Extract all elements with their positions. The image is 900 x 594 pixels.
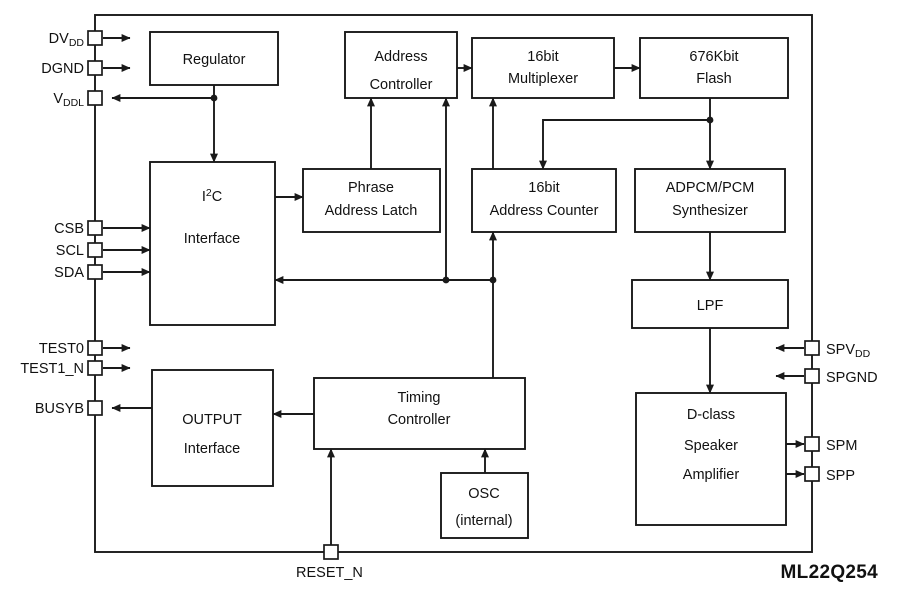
pin-label-test1-n: TEST1_N <box>20 361 84 377</box>
label-multiplexer-2: Multiplexer <box>508 71 578 87</box>
label-regulator: Regulator <box>183 52 246 68</box>
label-i2c: I2C <box>202 187 222 205</box>
pin-label-dvdd: DVDD <box>49 31 85 49</box>
pin-spvdd-sub: DD <box>855 348 871 360</box>
pad-dvdd[interactable] <box>87 30 103 46</box>
pad-spp[interactable] <box>804 466 820 482</box>
label-address-counter-2: Address Counter <box>490 203 599 219</box>
wire-flash-to-address-counter <box>539 119 710 170</box>
block-multiplexer <box>471 37 615 99</box>
pad-busyb[interactable] <box>87 400 103 416</box>
pin-label-test0: TEST0 <box>39 341 84 357</box>
pin-label-vddl: VDDL <box>53 91 84 109</box>
label-i2c-interface: Interface <box>184 231 240 247</box>
pin-label-spp: SPP <box>826 468 855 484</box>
block-i2c-interface <box>149 161 276 326</box>
pad-reset-n[interactable] <box>323 544 339 560</box>
pin-label-dgnd: DGND <box>41 61 84 77</box>
junction-flash-out <box>706 116 714 124</box>
pin-label-csb: CSB <box>54 221 84 237</box>
part-number-label: ML22Q254 <box>781 562 879 583</box>
pad-dgnd[interactable] <box>87 60 103 76</box>
pin-dvdd-sub: DD <box>69 37 85 49</box>
label-speaker-amp-1: D-class <box>687 407 735 423</box>
pin-dvdd-main: DV <box>49 31 69 47</box>
pad-test1-n[interactable] <box>87 360 103 376</box>
label-timing-controller-1: Timing <box>398 390 441 406</box>
label-address-controller-2: Controller <box>370 77 433 93</box>
block-flash <box>639 37 789 99</box>
label-speaker-amp-3: Amplifier <box>683 467 740 483</box>
junction-regulator <box>210 94 218 102</box>
pin-label-scl: SCL <box>56 243 84 259</box>
label-phrase-latch-2: Address Latch <box>325 203 418 219</box>
block-output-interface <box>151 369 274 487</box>
block-address-controller <box>344 31 458 99</box>
label-output-interface-2: Interface <box>184 441 240 457</box>
pin-spvdd-main: SPV <box>826 342 855 358</box>
block-adpcm-pcm-synthesizer <box>634 168 786 233</box>
pin-label-reset-n: RESET_N <box>296 565 363 581</box>
pad-spm[interactable] <box>804 436 820 452</box>
label-output-interface-1: OUTPUT <box>182 412 242 428</box>
block-address-counter <box>471 168 617 233</box>
block-phrase-address-latch <box>302 168 441 233</box>
label-flash-1: 676Kbit <box>689 49 738 65</box>
pin-label-busyb: BUSYB <box>35 401 84 417</box>
i2c-prefix: I <box>202 189 206 205</box>
pin-vddl-sub: DDL <box>63 97 84 109</box>
pad-sda[interactable] <box>87 264 103 280</box>
pad-vddl[interactable] <box>87 90 103 106</box>
pin-vddl-main: V <box>53 91 63 107</box>
i2c-superscript: 2 <box>206 187 212 199</box>
label-synthesizer-1: ADPCM/PCM <box>666 180 755 196</box>
block-speaker-amplifier <box>635 392 787 526</box>
label-speaker-amp-2: Speaker <box>684 438 738 454</box>
pad-test0[interactable] <box>87 340 103 356</box>
label-phrase-latch-1: Phrase <box>348 180 394 196</box>
pin-label-spgnd: SPGND <box>826 370 878 386</box>
chip-boundary <box>94 14 813 553</box>
pad-spvdd[interactable] <box>804 340 820 356</box>
label-timing-controller-2: Controller <box>388 412 451 428</box>
pad-spgnd[interactable] <box>804 368 820 384</box>
pad-scl[interactable] <box>87 242 103 258</box>
pin-label-sda: SDA <box>54 265 84 281</box>
pin-label-spvdd: SPVDD <box>826 342 871 360</box>
label-lpf: LPF <box>697 298 724 314</box>
label-flash-2: Flash <box>696 71 731 87</box>
label-synthesizer-2: Synthesizer <box>672 203 748 219</box>
block-osc <box>440 472 529 539</box>
label-address-counter-1: 16bit <box>528 180 559 196</box>
label-osc-1: OSC <box>468 486 499 502</box>
pin-label-spm: SPM <box>826 438 857 454</box>
label-osc-2: (internal) <box>455 513 512 529</box>
label-address-controller-1: Address <box>374 49 427 65</box>
label-multiplexer-1: 16bit <box>527 49 558 65</box>
pad-csb[interactable] <box>87 220 103 236</box>
i2c-suffix: C <box>212 189 222 205</box>
